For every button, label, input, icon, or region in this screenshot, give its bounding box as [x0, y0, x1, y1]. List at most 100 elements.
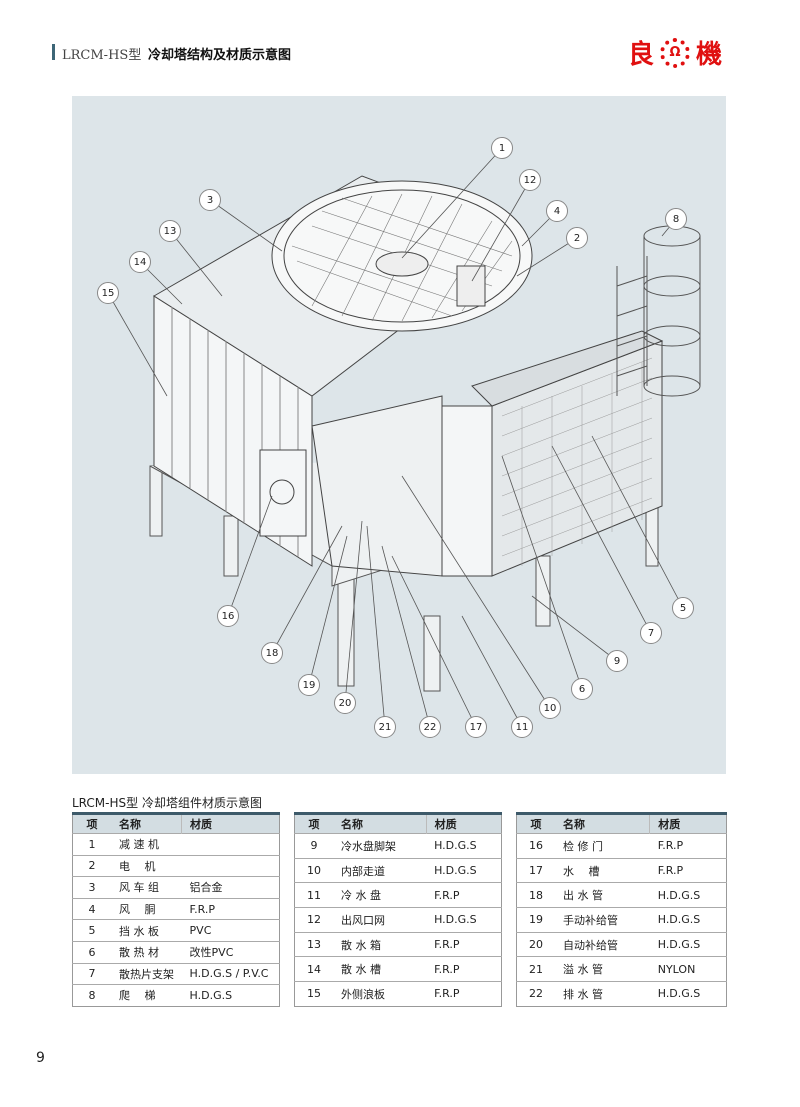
leader-line — [381, 545, 431, 728]
ladder — [616, 225, 701, 397]
table-cell: 电 机 — [111, 854, 182, 877]
table-cell: 检 修 门 — [555, 833, 650, 859]
table-cell: 12 — [294, 907, 333, 933]
table-cell: H.D.G.S — [181, 984, 280, 1007]
logo-right-char: 機 — [696, 40, 723, 70]
callout-7: 7 — [640, 622, 662, 644]
table-header: 项名称材质 — [72, 812, 280, 834]
logo-gear-icon: Ω — [660, 37, 691, 68]
table-cell: H.D.G.S — [649, 931, 727, 957]
table-cell: 手动补给管 — [555, 907, 650, 933]
table-cell: 风 车 组 — [111, 876, 182, 899]
table-header: 项名称材质 — [294, 812, 502, 834]
table-cell: 9 — [294, 833, 333, 859]
table-cell: H.D.G.S — [649, 907, 727, 933]
callout-2: 2 — [566, 227, 588, 249]
table-cell: F.R.P — [426, 882, 502, 908]
column-header: 项 — [294, 812, 333, 834]
leader-line — [366, 525, 386, 728]
table-cell: H.D.G.S — [649, 882, 727, 908]
table-cell: 外侧浪板 — [333, 981, 427, 1007]
table-cell: F.R.P — [426, 956, 502, 982]
table-cell: 散 热 材 — [111, 940, 182, 964]
table-cell: 冷 水 盘 — [333, 882, 427, 908]
leader-line — [391, 555, 477, 728]
motor — [456, 265, 486, 307]
access-door — [259, 449, 307, 537]
table-cell: 铝合金 — [181, 876, 280, 899]
table-cell: 2 — [72, 854, 111, 877]
callout-6: 6 — [571, 678, 593, 700]
table-cell: 自动补给管 — [555, 931, 650, 957]
leader-line — [531, 595, 618, 662]
callout-5: 5 — [672, 597, 694, 619]
table-cell: F.R.P — [426, 981, 502, 1007]
leader-line — [501, 455, 583, 690]
callout-3: 3 — [199, 189, 221, 211]
callout-8: 8 — [665, 208, 687, 230]
table-cell: 11 — [294, 882, 333, 908]
table-cell: 爬 梯 — [111, 984, 182, 1007]
column-header: 材质 — [426, 812, 502, 834]
fill-pattern — [501, 357, 653, 566]
leader-line — [471, 179, 531, 282]
callout-10: 10 — [539, 697, 561, 719]
callout-9: 9 — [606, 650, 628, 672]
callout-18: 18 — [261, 642, 283, 664]
table-cell — [181, 833, 280, 856]
table-cell: 散 水 箱 — [333, 931, 427, 957]
table-cell: 3 — [72, 876, 111, 899]
table-cell: 水 槽 — [555, 857, 650, 883]
cold-water-basin — [311, 395, 443, 577]
table-cell: 出 水 管 — [555, 882, 650, 908]
table-cell: H.D.G.S — [426, 833, 502, 859]
logo-left-char: 良 — [628, 40, 655, 70]
table-cell: 17 — [516, 857, 555, 883]
table-cell: F.R.P — [426, 931, 502, 957]
table-cell: 6 — [72, 940, 111, 964]
table-cell: 8 — [72, 984, 111, 1007]
gear-reducer — [375, 251, 429, 277]
table-cell: 冷水盘脚架 — [333, 833, 427, 859]
header-accent-bar — [52, 44, 55, 60]
callout-17: 17 — [465, 716, 487, 738]
table-header: 项名称材质 — [516, 812, 727, 834]
table-cell — [181, 854, 280, 877]
table-cell: H.D.G.S — [426, 857, 502, 883]
table-cell: 1 — [72, 833, 111, 856]
tower-drawing — [107, 147, 701, 728]
callout-11: 11 — [511, 716, 533, 738]
table-cell: 挡 水 板 — [111, 919, 182, 942]
column-header: 名称 — [111, 812, 183, 834]
logo-mark: Ω — [669, 45, 681, 60]
table-cell: PVC — [181, 919, 280, 942]
table-cell: 溢 水 管 — [555, 956, 650, 982]
table-cell: 排 水 管 — [555, 981, 650, 1007]
table-cell: 10 — [294, 857, 333, 883]
table-title: LRCM-HS型 冷却塔组件材质示意图 — [72, 796, 262, 810]
table-cell: 7 — [72, 962, 111, 985]
callout-12: 12 — [519, 169, 541, 191]
callout-21: 21 — [374, 716, 396, 738]
table-cell: 减 速 机 — [111, 833, 182, 856]
brand-logo: 良 Ω 機 — [628, 34, 722, 71]
fill-media — [441, 330, 664, 577]
